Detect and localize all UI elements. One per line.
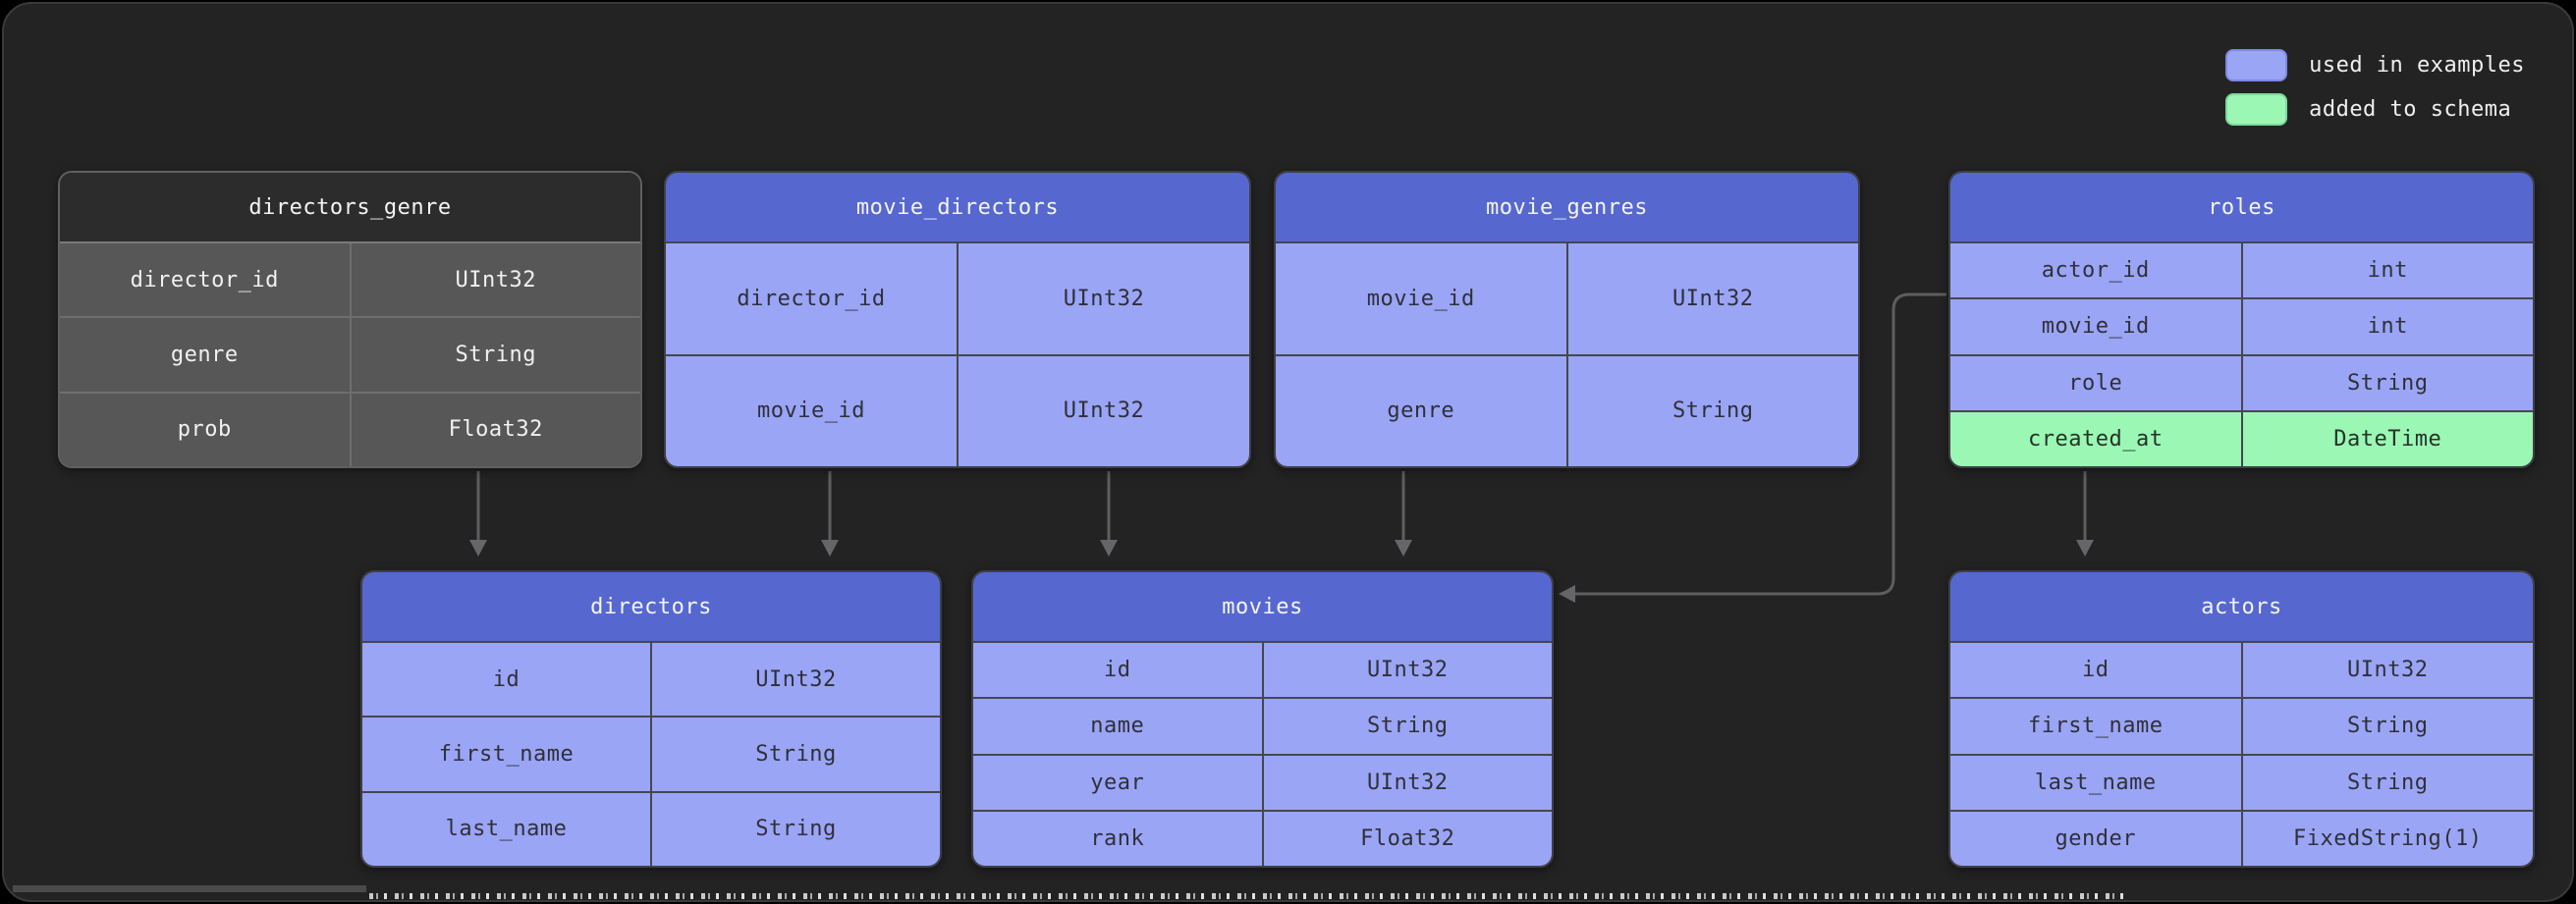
- column-type: String: [2240, 755, 2533, 810]
- legend-item-added: added to schema: [2225, 93, 2525, 126]
- table-title-movies: movies: [973, 572, 1552, 643]
- column-name: id: [973, 643, 1262, 698]
- column-name: director_id: [666, 243, 957, 354]
- column-type: String: [1565, 355, 1858, 466]
- column-name: id: [1950, 643, 2241, 698]
- column-type: int: [2240, 243, 2533, 298]
- column-name: name: [973, 699, 1262, 754]
- table-title-directors_genre: directors_genre: [60, 173, 640, 243]
- arrow-movie_directors-to-directors: [821, 471, 839, 557]
- legend: used in examples added to schema: [2225, 49, 2525, 126]
- column-type: UInt32: [957, 355, 1249, 466]
- clipped-text-artifact: [369, 893, 2127, 899]
- column-type: String: [650, 718, 940, 791]
- column-name: last_name: [362, 792, 650, 866]
- arrow-roles-to-actors: [2076, 471, 2094, 557]
- column-name: id: [362, 643, 650, 717]
- column-type: int: [2240, 299, 2533, 354]
- column-type: FixedString(1): [2240, 811, 2533, 866]
- column-type: UInt32: [1565, 243, 1858, 354]
- column-name: movie_id: [1950, 299, 2241, 354]
- arrow-movie_directors-to-movies: [1100, 471, 1118, 557]
- column-name: last_name: [1950, 755, 2241, 810]
- column-name: created_at: [1950, 411, 2241, 466]
- column-name: role: [1950, 355, 2241, 410]
- column-type: UInt32: [650, 643, 940, 717]
- column-name: movie_id: [666, 355, 957, 466]
- legend-item-used: used in examples: [2225, 49, 2525, 81]
- table-title-movie_genres: movie_genres: [1276, 173, 1858, 243]
- legend-swatch-used: [2225, 49, 2288, 81]
- column-name: rank: [973, 811, 1262, 866]
- column-type: Float32: [349, 393, 640, 466]
- table-title-roles: roles: [1950, 173, 2533, 243]
- column-type: UInt32: [349, 243, 640, 317]
- column-name: first_name: [362, 718, 650, 791]
- column-type: UInt32: [2240, 643, 2533, 698]
- column-name: gender: [1950, 811, 2241, 866]
- column-type: UInt32: [1261, 755, 1552, 810]
- legend-swatch-added: [2225, 93, 2288, 126]
- column-name: first_name: [1950, 699, 2241, 754]
- column-type: UInt32: [957, 243, 1249, 354]
- legend-label-used: used in examples: [2309, 53, 2525, 78]
- clipped-content-artifact: [13, 885, 366, 892]
- column-name: year: [973, 755, 1262, 810]
- column-type: String: [650, 792, 940, 866]
- column-type: String: [1261, 699, 1552, 754]
- column-type: String: [349, 318, 640, 392]
- column-name: prob: [60, 393, 350, 466]
- legend-label-added: added to schema: [2309, 97, 2512, 122]
- column-name: genre: [60, 318, 350, 392]
- column-type: UInt32: [1261, 643, 1552, 698]
- arrow-directors_genre-to-directors: [469, 471, 487, 557]
- column-name: director_id: [60, 243, 350, 317]
- arrow-movie_genres-to-movies: [1395, 471, 1412, 557]
- column-type: Float32: [1261, 811, 1552, 866]
- column-type: String: [2240, 355, 2533, 410]
- table-title-actors: actors: [1950, 572, 2533, 643]
- column-name: actor_id: [1950, 243, 2241, 298]
- table-title-movie_directors: movie_directors: [666, 173, 1249, 243]
- column-type: DateTime: [2240, 411, 2533, 466]
- column-name: genre: [1276, 355, 1566, 466]
- column-name: movie_id: [1276, 243, 1566, 354]
- table-title-directors: directors: [362, 572, 940, 643]
- column-type: String: [2240, 699, 2533, 754]
